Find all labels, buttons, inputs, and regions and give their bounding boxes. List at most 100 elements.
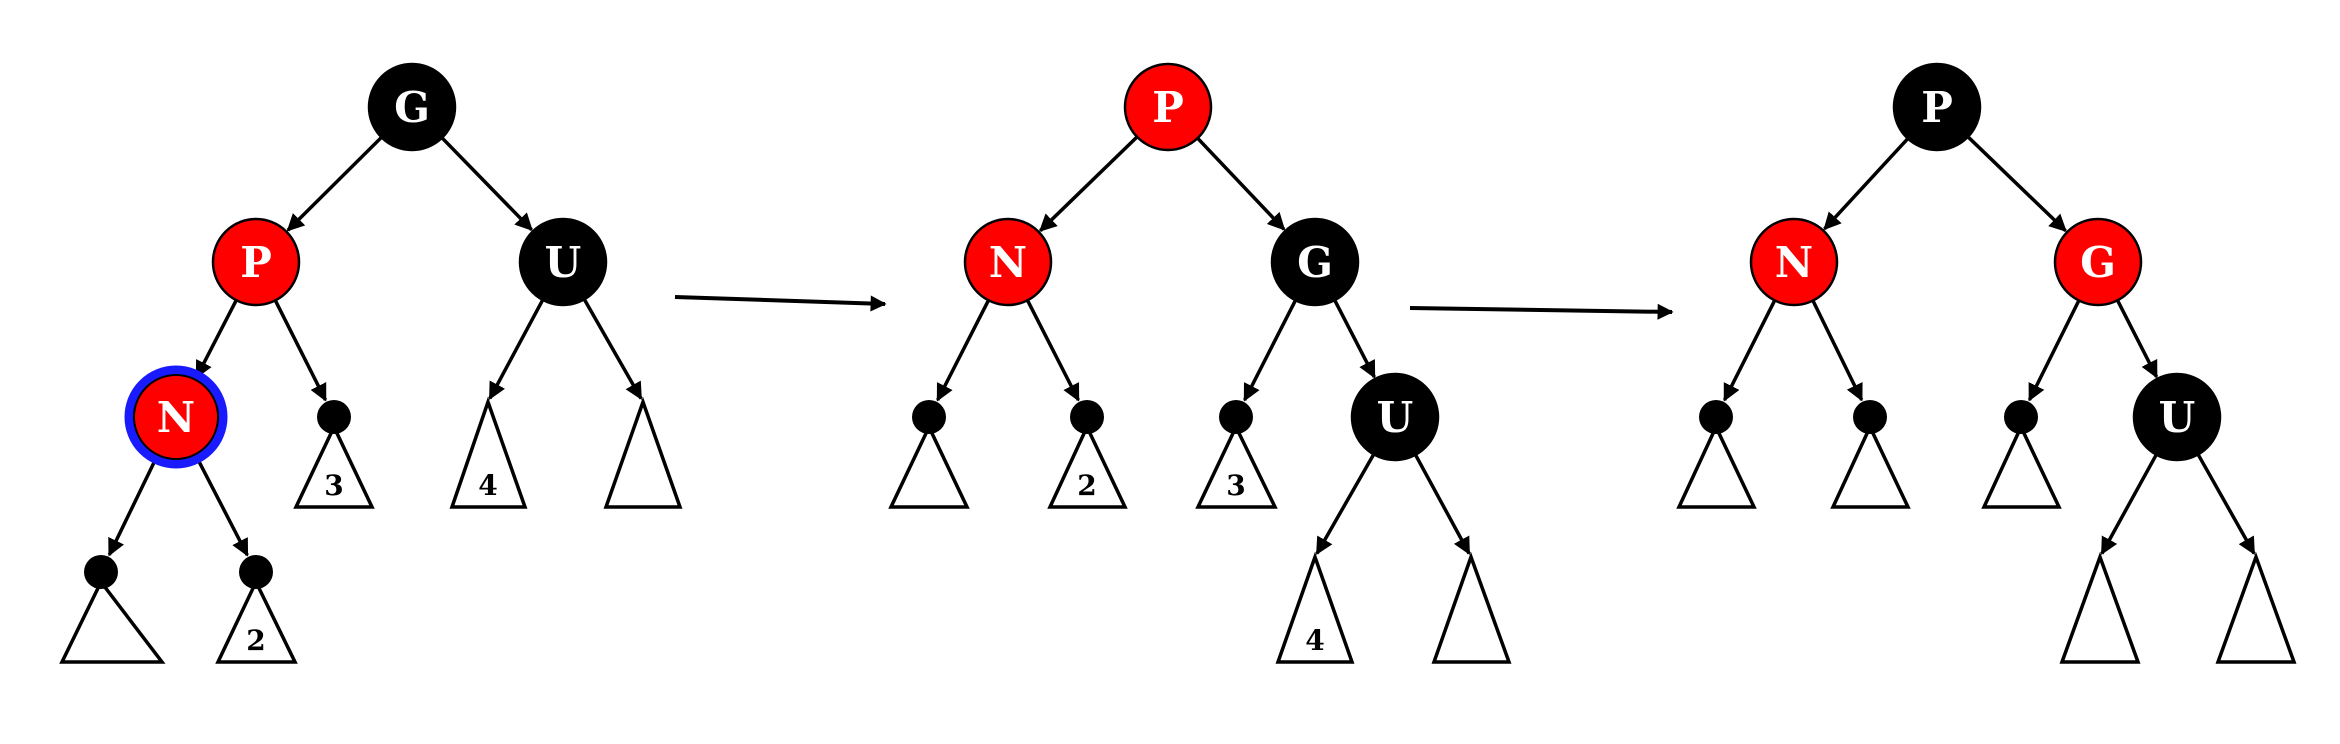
edge-g-to-l3 xyxy=(1243,299,1298,402)
subtree-shape xyxy=(59,578,166,664)
nil-leaf-node xyxy=(912,400,946,434)
subtree-shape xyxy=(888,422,970,509)
node-p: P xyxy=(1892,62,1982,152)
node-u: U xyxy=(2132,372,2222,462)
subtree-triangle xyxy=(59,578,166,664)
subtree-shape xyxy=(449,396,528,509)
node-label: N xyxy=(989,238,1027,287)
node-label: G xyxy=(1297,238,1333,287)
subtree-shape xyxy=(1830,422,1911,509)
node-g: G xyxy=(367,62,457,152)
nil-leaf-node xyxy=(239,555,273,589)
subtree-shape xyxy=(1195,422,1278,509)
subtree-triangle xyxy=(2215,551,2297,664)
subtree-triangle xyxy=(888,422,970,509)
highlight-ring xyxy=(124,365,228,469)
edge-g-to-u xyxy=(2115,299,2159,379)
node-label: G xyxy=(394,83,430,132)
edge-n-to-l2 xyxy=(194,454,249,557)
edge-p-to-l3 xyxy=(273,299,328,402)
node-n: N xyxy=(963,217,1053,307)
subtree-shape xyxy=(1275,551,1355,664)
edge-p-to-g xyxy=(1966,135,2067,233)
nil-leaf-node xyxy=(1219,400,1253,434)
subtree-triangle xyxy=(1676,422,1757,509)
subtree-shape xyxy=(2059,551,2141,664)
edge-u-to-subtree xyxy=(2100,453,2158,556)
subtree-shape xyxy=(1981,422,2062,509)
subtree-triangle: 2 xyxy=(1047,422,1128,509)
node-label: P xyxy=(1152,83,1184,132)
node-g: G xyxy=(2053,217,2143,307)
node-u: U xyxy=(1350,372,1440,462)
subtree-triangle: 4 xyxy=(1275,551,1355,664)
nil-leaf-node xyxy=(2004,400,2038,434)
tree-panel-2: 2 3 4 P N G U xyxy=(888,62,1512,664)
subtree-shape xyxy=(215,577,298,664)
edge-g-to-u xyxy=(1333,299,1376,379)
edge-g-to-u xyxy=(440,136,533,232)
subtree-label: 3 xyxy=(324,469,343,502)
node-label: P xyxy=(1921,83,1953,132)
edge-u-to-subtree xyxy=(488,299,545,401)
node-label: U xyxy=(2159,393,2196,442)
edge-n-to-l1 xyxy=(1722,299,1777,402)
subtree-triangle: 2 xyxy=(215,577,298,664)
edge-n-to-l1 xyxy=(936,299,991,402)
transition-arrow xyxy=(1409,303,1674,320)
edge-u-to-subtree xyxy=(1315,453,1376,556)
node-label: N xyxy=(157,393,195,442)
subtree-label: 2 xyxy=(1077,469,1096,502)
subtree-label: 4 xyxy=(1305,624,1324,657)
edge-p-to-n xyxy=(1823,137,1910,231)
subtree-shape xyxy=(1676,422,1757,509)
node-u: U xyxy=(518,217,608,307)
edge-u-to-subtree xyxy=(1413,453,1471,556)
subtree-label: 4 xyxy=(478,469,497,502)
subtree-shape xyxy=(1431,551,1512,664)
transition-arrow xyxy=(674,295,887,312)
subtree-label: 2 xyxy=(246,624,265,657)
node-p: P xyxy=(211,217,301,307)
subtree-triangle: 4 xyxy=(449,396,528,509)
edge-n-to-l1 xyxy=(107,454,159,557)
node-n: N xyxy=(124,365,228,469)
subtree-triangle xyxy=(1981,422,2062,509)
subtree-label: 3 xyxy=(1226,469,1245,502)
subtree-triangle: 3 xyxy=(293,422,375,509)
node-label: U xyxy=(1377,393,1414,442)
subtree-shape xyxy=(1047,422,1128,509)
edge-g-to-p xyxy=(286,136,383,232)
nil-leaf-node xyxy=(1853,400,1887,434)
nil-leaf-node xyxy=(317,400,351,434)
tree-panel-1: 2 3 4 G P U N xyxy=(59,62,683,664)
node-label: G xyxy=(2080,238,2116,287)
node-p: P xyxy=(1123,62,1213,152)
subtree-triangle xyxy=(1431,551,1512,664)
edge-n-to-l2 xyxy=(1811,299,1864,402)
edge-p-to-g xyxy=(1196,136,1286,231)
nil-leaf-node xyxy=(1070,400,1104,434)
edge-n-to-l2 xyxy=(1025,299,1080,402)
edge-p-to-n xyxy=(195,299,238,379)
subtree-shape xyxy=(293,422,375,509)
subtree-triangle xyxy=(603,396,683,509)
subtree-shape xyxy=(2215,551,2297,664)
nil-leaf-node xyxy=(84,555,118,589)
subtree-triangle: 3 xyxy=(1195,422,1278,509)
edge-p-to-n xyxy=(1039,135,1139,232)
tree-panel-3: P N G U xyxy=(1676,62,2297,664)
node-label: P xyxy=(240,238,272,287)
subtree-shape xyxy=(603,396,683,509)
edge-u-to-subtree xyxy=(582,298,643,401)
node-g: G xyxy=(1270,217,1360,307)
node-n: N xyxy=(1749,217,1839,307)
subtree-triangle xyxy=(2059,551,2141,664)
edge-g-to-l3 xyxy=(2027,299,2081,402)
node-label: U xyxy=(545,238,582,287)
edge-u-to-subtree xyxy=(2196,453,2256,556)
node-label: N xyxy=(1775,238,1813,287)
subtree-triangle xyxy=(1830,422,1911,509)
nil-leaf-node xyxy=(1699,400,1733,434)
